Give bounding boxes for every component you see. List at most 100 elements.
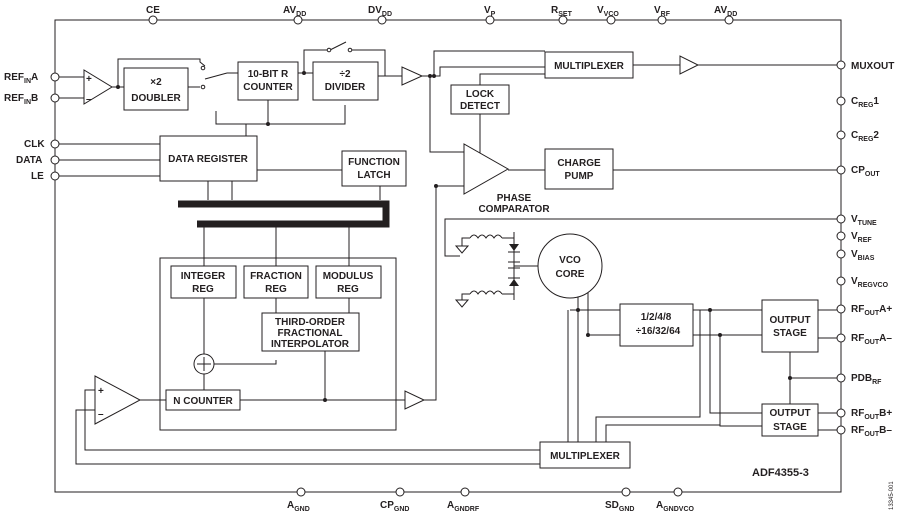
- vco-core: VCO CORE: [537, 233, 603, 299]
- multiplexer-top-block: MULTIPLEXER: [544, 51, 634, 79]
- right-pins: MUXOUT CREG1 CREG2 CPOUT VTUNE VREF VBIA…: [836, 60, 894, 438]
- svg-text:FUNCTION: FUNCTION: [348, 157, 400, 168]
- pin-refina-label: REFINA: [4, 72, 38, 85]
- pin-rfoutb-minus[interactable]: RFOUTB–: [836, 425, 892, 438]
- svg-text:OUTPUT: OUTPUT: [769, 408, 810, 419]
- pin-vregvco-label: VREGVCO: [851, 276, 889, 289]
- pin-rfouta-plus-label: RFOUTA+: [851, 304, 892, 317]
- svg-text:DOUBLER: DOUBLER: [131, 93, 181, 104]
- r-counter-block: 10-BIT R COUNTER: [237, 61, 299, 101]
- pin-vref-label: VREF: [851, 231, 872, 244]
- svg-text:STAGE: STAGE: [773, 422, 807, 433]
- pin-cpout-label: CPOUT: [851, 165, 880, 178]
- pin-refinb[interactable]: REFINB: [4, 93, 60, 106]
- pin-rset[interactable]: RSET: [551, 5, 573, 25]
- pin-agndrf-label: AGNDRF: [447, 500, 480, 513]
- data-register-block: DATA REGISTER: [159, 135, 258, 182]
- phase-comparator: PHASE COMPARATOR: [463, 143, 550, 215]
- svg-text:10-BIT R: 10-BIT R: [248, 69, 289, 80]
- pin-vrf[interactable]: VRF: [654, 5, 671, 25]
- pin-agndrf[interactable]: AGNDRF: [447, 487, 480, 513]
- svg-text:FRACTION: FRACTION: [250, 271, 302, 282]
- pin-ce-label: CE: [146, 5, 160, 16]
- svg-text:MULTIPLEXER: MULTIPLEXER: [550, 451, 621, 462]
- pin-agnd-label: AGND: [287, 500, 310, 513]
- divider-block: ÷2 DIVIDER: [312, 61, 379, 101]
- n-counter-block: N COUNTER: [165, 389, 241, 411]
- pin-pdbrf[interactable]: PDBRF: [836, 373, 882, 386]
- pin-vref[interactable]: VREF: [836, 231, 872, 244]
- pin-clk[interactable]: CLK: [24, 139, 60, 150]
- svg-text:DETECT: DETECT: [460, 101, 500, 112]
- svg-text:VCO: VCO: [559, 255, 581, 266]
- pin-vvco-label: VVCO: [597, 5, 619, 18]
- svg-text:INTERPOLATOR: INTERPOLATOR: [271, 339, 350, 350]
- pin-dvdd[interactable]: DVDD: [368, 5, 392, 25]
- pin-le[interactable]: LE: [31, 171, 60, 182]
- pin-vregvco[interactable]: VREGVCO: [836, 276, 889, 289]
- pin-vtune[interactable]: VTUNE: [836, 214, 877, 227]
- svg-text:÷2: ÷2: [339, 69, 350, 80]
- svg-text:COMPARATOR: COMPARATOR: [478, 204, 550, 215]
- svg-text:OUTPUT: OUTPUT: [769, 315, 810, 326]
- pin-creg1[interactable]: CREG1: [836, 96, 879, 109]
- pin-avdd-2[interactable]: AVDD: [714, 5, 737, 25]
- pin-agnd[interactable]: AGND: [287, 487, 310, 513]
- function-latch-block: FUNCTION LATCH: [341, 150, 407, 187]
- svg-text:×2: ×2: [150, 77, 162, 88]
- modulus-reg-block: MODULUS REG: [315, 265, 382, 299]
- pin-refina[interactable]: REFINA: [4, 72, 60, 85]
- pin-rset-label: RSET: [551, 5, 573, 18]
- svg-text:CHARGE: CHARGE: [557, 158, 601, 169]
- summing-node: [193, 353, 215, 375]
- pin-cpout[interactable]: CPOUT: [836, 165, 880, 178]
- pin-agndvco[interactable]: AGNDVCO: [656, 487, 695, 513]
- interpolator-block: THIRD-ORDER FRACTIONAL INTERPOLATOR: [261, 312, 360, 352]
- lock-detect-block: LOCK DETECT: [450, 84, 510, 115]
- svg-text:+: +: [86, 74, 92, 85]
- pin-rfouta-plus[interactable]: RFOUTA+: [836, 304, 892, 317]
- pin-cpgnd-label: CPGND: [380, 500, 409, 513]
- pin-muxout-label: MUXOUT: [851, 61, 894, 72]
- pin-sdgnd[interactable]: SDGND: [605, 487, 634, 513]
- pin-pdbrf-label: PDBRF: [851, 373, 882, 386]
- pin-rfoutb-plus[interactable]: RFOUTB+: [836, 408, 892, 421]
- svg-text:FRACTIONAL: FRACTIONAL: [278, 328, 343, 339]
- control-bus: [178, 200, 390, 228]
- pin-cpgnd[interactable]: CPGND: [380, 487, 409, 513]
- pin-avdd-1-label: AVDD: [283, 5, 306, 18]
- pin-vvco[interactable]: VVCO: [597, 5, 619, 25]
- pin-sdgnd-label: SDGND: [605, 500, 634, 513]
- pin-le-label: LE: [31, 171, 44, 182]
- svg-text:THIRD-ORDER: THIRD-ORDER: [275, 317, 346, 328]
- figure-id: 13345-001: [889, 481, 895, 510]
- pin-vp[interactable]: VP: [484, 5, 496, 25]
- fractional-n-section: [159, 257, 397, 431]
- pin-clk-label: CLK: [24, 139, 45, 150]
- pin-creg2[interactable]: CREG2: [836, 130, 879, 143]
- loop-amp: + –: [94, 375, 142, 425]
- svg-text:1/2/4/8: 1/2/4/8: [641, 312, 672, 323]
- svg-text:REG: REG: [265, 284, 287, 295]
- pin-agndvco-label: AGNDVCO: [656, 500, 695, 513]
- pin-vbias[interactable]: VBIAS: [836, 249, 875, 262]
- pin-muxout[interactable]: MUXOUT: [836, 60, 894, 72]
- svg-text:STAGE: STAGE: [773, 328, 807, 339]
- bottom-pins: AGND CPGND AGNDRF SDGND AGNDVCO: [287, 487, 695, 513]
- ref-buffer: [401, 66, 424, 86]
- svg-text:N COUNTER: N COUNTER: [173, 396, 233, 407]
- pin-data[interactable]: DATA: [16, 155, 60, 166]
- svg-text:LATCH: LATCH: [357, 170, 390, 181]
- pin-avdd-1[interactable]: AVDD: [283, 5, 306, 25]
- part-number: ADF4355-3: [752, 467, 809, 479]
- n-buffer: [404, 390, 426, 410]
- muxout-buffer: [679, 55, 700, 75]
- pin-ce[interactable]: CE: [146, 5, 160, 25]
- vco-tank: [454, 232, 540, 308]
- svg-text:PHASE: PHASE: [497, 193, 532, 204]
- pin-rfoutb-plus-label: RFOUTB+: [851, 408, 892, 421]
- ref-input-buffer-amp: + –: [83, 69, 113, 105]
- pin-rfouta-minus[interactable]: RFOUTA–: [836, 333, 892, 346]
- fraction-reg-block: FRACTION REG: [243, 265, 309, 299]
